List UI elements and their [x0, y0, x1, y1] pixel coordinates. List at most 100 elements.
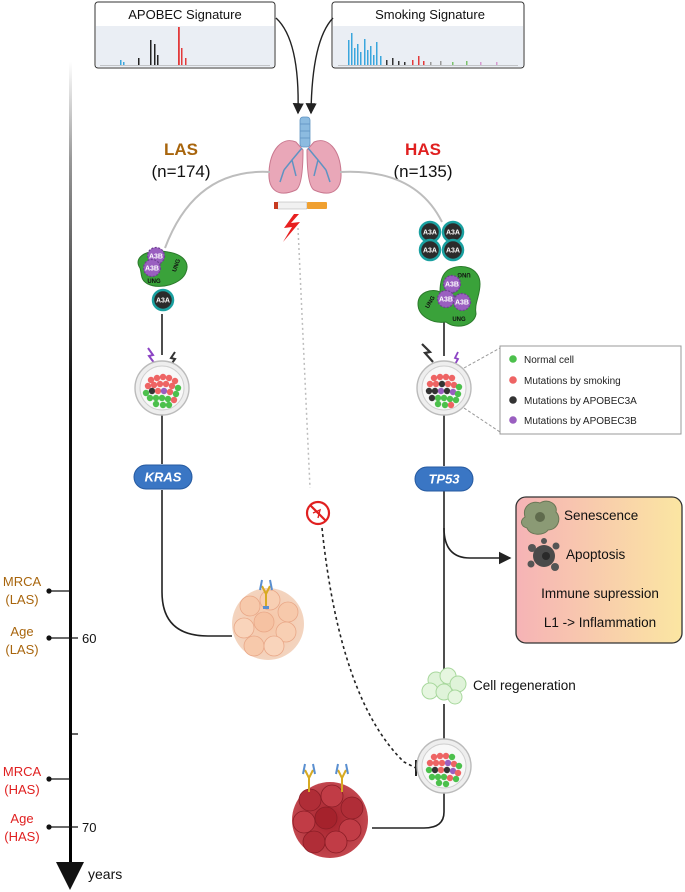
- has-a3a-cluster: A3A A3A A3A A3A: [418, 220, 465, 262]
- ung-label: UNG: [457, 271, 471, 277]
- smoking-to-lung-arrow: [305, 17, 334, 115]
- mrca-has-label: MRCA: [3, 764, 42, 779]
- legend-label: Mutations by smoking: [524, 376, 621, 387]
- has-dish-cells: [425, 373, 463, 409]
- effects-box: Senescence Apoptosis Immune supression L…: [515, 496, 683, 644]
- lungs-icon: [268, 116, 342, 194]
- smoking-signature-box: Smoking Signature: [331, 1, 525, 69]
- antibody-icon: [302, 763, 316, 792]
- has-effects-arrow: [443, 527, 512, 565]
- apobec-bolt-icon: [453, 351, 460, 367]
- mrca-las-label: MRCA: [3, 574, 42, 589]
- age-has-label: Age: [10, 811, 33, 826]
- prohibited-icon: [305, 500, 331, 526]
- has-count: (n=135): [393, 162, 452, 181]
- apobec-bolt-icon: [147, 347, 156, 365]
- legend-swatch: [509, 396, 517, 404]
- has-tumor: [292, 763, 368, 858]
- svg-text:A3B: A3B: [439, 297, 453, 304]
- las-dish-cells: [142, 373, 182, 409]
- dotted-connector-lower: [321, 527, 417, 769]
- ung-label: UNG: [452, 317, 466, 323]
- legend-item: Normal cell: [509, 355, 574, 366]
- l1-inflammation-label: L1 -> Inflammation: [544, 615, 656, 630]
- legend-swatch: [509, 376, 517, 384]
- dotted-connector-upper: [297, 227, 311, 489]
- svg-text:A3A: A3A: [423, 248, 437, 255]
- ung-label: UNG: [147, 279, 161, 285]
- has-late-cell-dish: [416, 738, 472, 794]
- apoptosis-label: Apoptosis: [566, 547, 626, 562]
- antibody-icon: [335, 763, 349, 792]
- las-gene-label: KRAS: [145, 470, 182, 485]
- mrca-has-sub: (HAS): [4, 782, 39, 797]
- legend-swatch: [509, 416, 517, 424]
- svg-text:A3A: A3A: [446, 230, 460, 237]
- las-enzyme-complex: A3B A3B UNG UNG A3A: [137, 246, 188, 312]
- las-title: LAS: [164, 140, 198, 159]
- age-las-sub: (LAS): [5, 642, 38, 657]
- legend-label: Mutations by APOBEC3A: [524, 396, 637, 407]
- senescence-label: Senescence: [564, 508, 638, 523]
- mrca-las-sub: (LAS): [5, 592, 38, 607]
- legend-swatch: [509, 355, 517, 363]
- has-branch-path: [339, 170, 443, 223]
- legend-callout-bottom: [463, 407, 501, 433]
- timeline-arrowhead: [56, 862, 84, 890]
- age-las-label: Age: [10, 624, 33, 639]
- las-gene-badge: KRAS: [133, 464, 193, 490]
- legend-item: Mutations by APOBEC3B: [509, 416, 637, 427]
- a3b-enzyme-icon: A3B: [142, 258, 162, 278]
- has-enzyme-complex: UNG UNG UNG A3B A3B A3B: [417, 266, 481, 327]
- apobec-to-lung-arrow: [275, 17, 304, 115]
- a3b-enzyme-icon: A3B: [452, 292, 472, 312]
- smoking-signature-bars: [338, 33, 518, 66]
- legend-callout-top: [463, 347, 501, 369]
- regenerating-cells-icon: [421, 667, 467, 705]
- tick-70-label: 70: [82, 820, 96, 835]
- antibody-icon: [259, 579, 273, 609]
- legend: Normal cell Mutations by smoking Mutatio…: [499, 345, 682, 435]
- svg-text:A3B: A3B: [455, 300, 469, 307]
- las-line-3: [161, 490, 232, 637]
- has-title: HAS: [405, 140, 441, 159]
- apobec-signature-title: APOBEC Signature: [128, 7, 241, 22]
- apobec-signature-box: APOBEC Signature: [94, 1, 276, 69]
- svg-text:A3A: A3A: [156, 298, 170, 305]
- has-late-dish-cells: [425, 752, 463, 788]
- las-count: (n=174): [151, 162, 210, 181]
- tick-60-label: 60: [82, 631, 96, 646]
- smoking-bolt-icon: [421, 343, 434, 363]
- las-tumor: [232, 579, 304, 660]
- apoptotic-cell-icon: [527, 538, 560, 571]
- svg-text:A3B: A3B: [145, 266, 159, 273]
- legend-label: Normal cell: [524, 355, 574, 366]
- immune-suppression-label: Immune supression: [541, 586, 659, 601]
- damage-bolt-icon: [283, 214, 300, 242]
- senescent-cell-icon: [521, 500, 560, 535]
- legend-item: Mutations by smoking: [509, 376, 621, 387]
- a3b-enzyme-icon: A3B: [436, 289, 456, 309]
- a3b-enzyme-icon: A3B: [442, 274, 462, 294]
- ung-label: UNG: [172, 258, 182, 273]
- cell-regeneration-label: Cell regeneration: [473, 678, 576, 693]
- apobec-signature-bars: [100, 27, 270, 66]
- las-cell-dish: [134, 360, 190, 416]
- age-has-sub: (HAS): [4, 829, 39, 844]
- smoking-signature-title: Smoking Signature: [375, 7, 485, 22]
- has-cell-dish: [416, 360, 472, 416]
- timeline: MRCA (LAS) Age (LAS) 60 MRCA (HAS) Age (…: [3, 62, 122, 890]
- svg-text:A3A: A3A: [446, 248, 460, 255]
- cigarette-icon: [274, 201, 327, 210]
- has-gene-label: TP53: [428, 472, 460, 487]
- svg-text:A3A: A3A: [423, 230, 437, 237]
- svg-text:A3B: A3B: [445, 282, 459, 289]
- has-mutation-bolts: [421, 343, 460, 367]
- legend-item: Mutations by APOBEC3A: [509, 396, 637, 407]
- timeline-axis: [69, 62, 72, 870]
- has-gene-badge: TP53: [414, 466, 474, 492]
- las-branch-path: [164, 170, 271, 249]
- svg-text:A3B: A3B: [149, 254, 163, 261]
- a3a-enzyme-icon: A3A: [441, 238, 465, 262]
